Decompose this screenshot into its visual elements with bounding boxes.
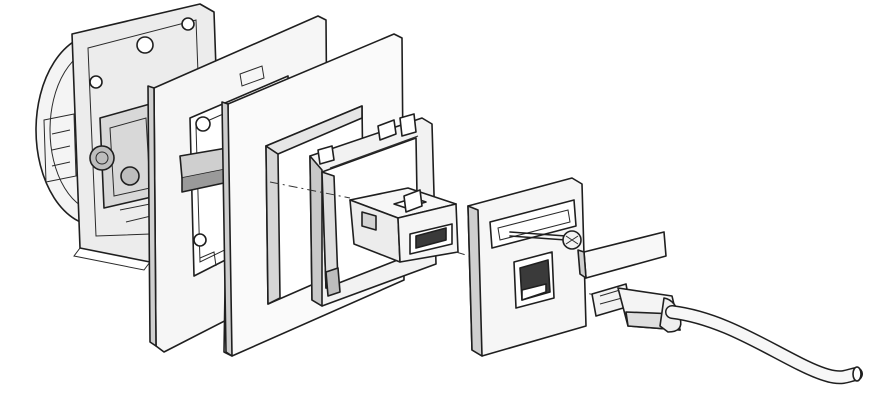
screw <box>509 230 582 250</box>
label-strip <box>577 231 667 279</box>
assembly-axis-line <box>269 181 351 199</box>
usb-cable <box>591 283 863 385</box>
assembly-axis-line-2 <box>455 251 477 259</box>
cover-plate <box>467 177 587 357</box>
usb-coupler <box>349 187 459 263</box>
